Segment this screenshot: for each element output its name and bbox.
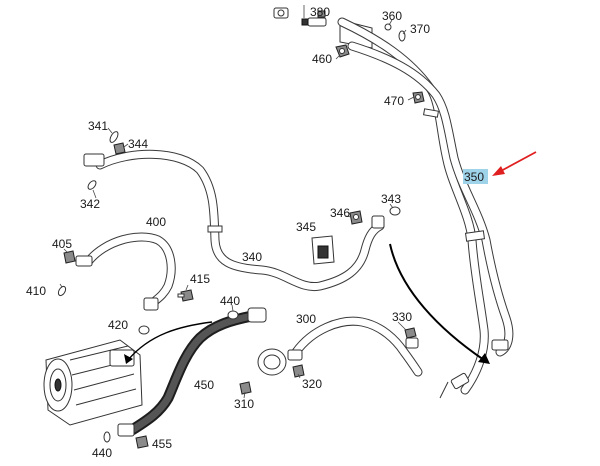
label-330[interactable]: 330 [392, 310, 412, 324]
part-415-bolt[interactable] [177, 289, 194, 302]
part-343-o-ring[interactable] [389, 206, 401, 216]
label-343[interactable]: 343 [381, 192, 401, 206]
part-342-o-ring[interactable] [86, 179, 97, 191]
part-320-nut[interactable] [292, 364, 305, 378]
label-360[interactable]: 360 [382, 9, 402, 23]
label-341[interactable]: 341 [88, 119, 108, 133]
label-342[interactable]: 342 [80, 197, 100, 211]
part-420-compressor[interactable] [43, 325, 150, 426]
part-410-o-ring[interactable] [57, 285, 67, 297]
part-350-hose[interactable] [337, 17, 514, 399]
label-420[interactable]: 420 [108, 318, 128, 332]
label-340[interactable]: 340 [242, 250, 262, 264]
part-380-valve[interactable] [301, 10, 327, 27]
label-455[interactable]: 455 [152, 437, 172, 451]
part-346-nut[interactable] [349, 210, 363, 225]
label-410[interactable]: 410 [26, 284, 46, 298]
part-345-bracket[interactable] [311, 235, 335, 265]
part-344-nut[interactable] [113, 142, 126, 155]
part-310-nut[interactable] [239, 381, 252, 395]
part-405-nut[interactable] [63, 250, 76, 264]
label-400[interactable]: 400 [146, 215, 166, 229]
part-400-hose[interactable] [75, 232, 176, 311]
part-labels: 380 360 370 460 470 341 344 342 350 400 … [26, 5, 488, 460]
part-450-hose[interactable] [117, 307, 267, 437]
label-310[interactable]: 310 [234, 397, 254, 411]
part-455-nut[interactable] [135, 435, 149, 449]
label-405[interactable]: 405 [52, 237, 72, 251]
part-460-nut[interactable] [335, 44, 350, 58]
part-440-o-ring-upper[interactable] [227, 310, 239, 320]
label-346[interactable]: 346 [330, 206, 350, 220]
part-330-bolt[interactable] [404, 327, 417, 339]
label-415[interactable]: 415 [190, 272, 210, 286]
label-450[interactable]: 450 [194, 378, 214, 392]
part-341-o-ring[interactable] [108, 130, 119, 143]
label-320[interactable]: 320 [302, 377, 322, 391]
label-345[interactable]: 345 [296, 220, 316, 234]
leader-lines [59, 5, 415, 399]
label-370[interactable]: 370 [410, 22, 430, 36]
label-380[interactable]: 380 [310, 5, 330, 19]
part-470-nut[interactable] [412, 91, 425, 104]
label-350[interactable]: 350 [464, 170, 484, 184]
label-460[interactable]: 460 [312, 52, 332, 66]
red-pointer-arrow [492, 151, 537, 176]
part-440-o-ring-lower[interactable] [103, 431, 111, 443]
indicator-arrows [124, 243, 490, 364]
label-300[interactable]: 300 [296, 312, 316, 326]
label-470[interactable]: 470 [384, 94, 404, 108]
label-344[interactable]: 344 [128, 137, 148, 151]
label-440-lower[interactable]: 440 [92, 446, 112, 460]
part-300-hose[interactable] [257, 316, 423, 377]
part-340-hose[interactable] [83, 149, 385, 292]
highlight-350-background [463, 169, 488, 184]
label-440-upper[interactable]: 440 [220, 294, 240, 308]
